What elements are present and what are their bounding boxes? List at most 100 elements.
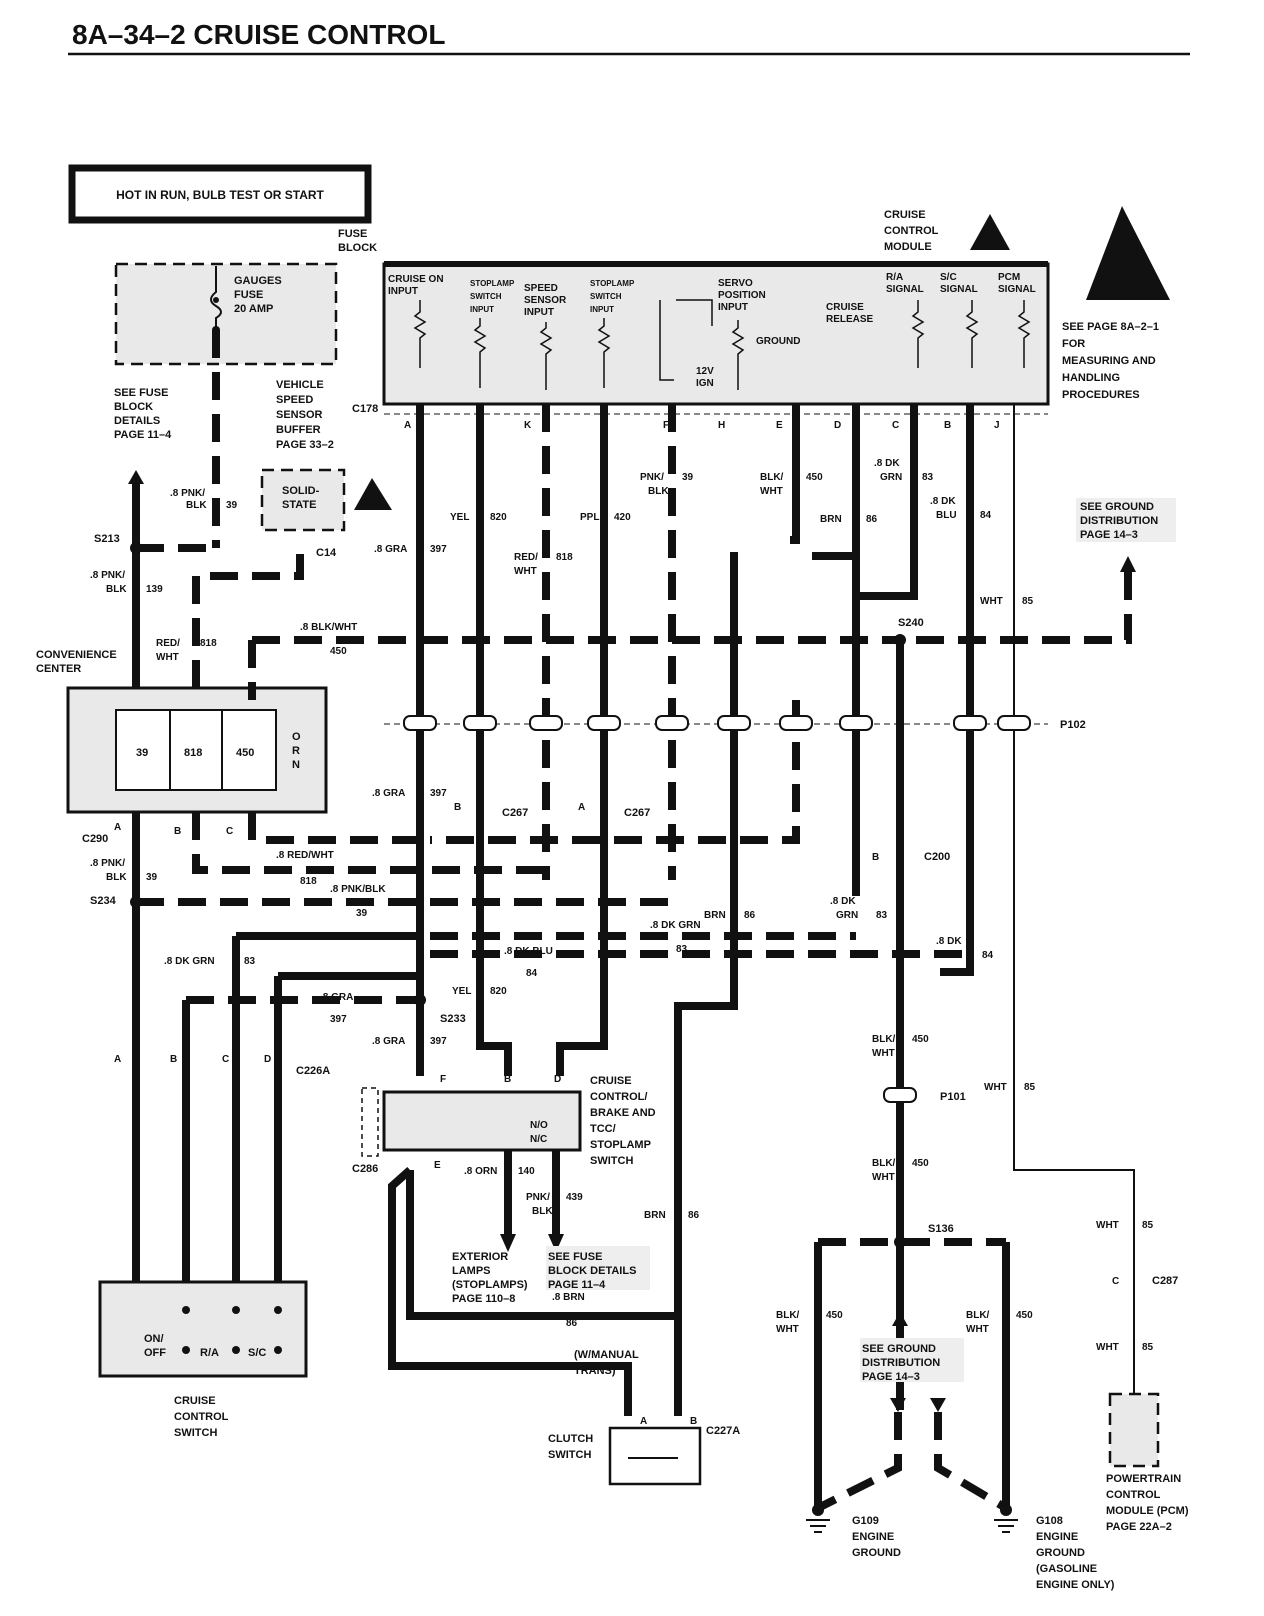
input-ground: GROUND <box>756 336 800 347</box>
wl-dkgrn-h: .8 DK GRN <box>650 920 701 931</box>
fuse-block-label-1: FUSE <box>338 228 367 240</box>
sw-pin-d: D <box>554 1074 561 1085</box>
g109-1: G109 <box>852 1515 879 1527</box>
input-speed-1: SPEED <box>524 283 558 294</box>
wl-818: 818 <box>556 552 573 563</box>
p102-connector <box>384 715 1048 731</box>
wire-818-red-wht <box>192 812 546 874</box>
wl-blk2-3: BLK/ <box>872 1158 896 1169</box>
vss-3: SENSOR <box>276 409 323 421</box>
c267-label-2: C267 <box>624 807 650 819</box>
fuse-symbol <box>210 266 222 330</box>
sfb-2: BLOCK DETAILS <box>548 1265 636 1277</box>
wl-84-2: 84 <box>982 950 994 961</box>
esd-note-5: PROCEDURES <box>1062 389 1140 401</box>
c290-pin-a: A <box>114 822 121 833</box>
s240-label: S240 <box>898 617 924 629</box>
g108-point <box>1000 1504 1012 1516</box>
module-internal-resistors <box>413 299 1031 390</box>
ground-dist-bot-1: SEE GROUND <box>862 1343 936 1355</box>
input-pcm-2: SIGNAL <box>998 284 1036 295</box>
conv-orn-2: R <box>292 745 300 757</box>
wl-85-3: 85 <box>1142 1220 1154 1231</box>
switch-contacts <box>182 1306 282 1354</box>
c200-pin-b: B <box>872 852 879 863</box>
ground-dist-top-3: PAGE 14–3 <box>1080 529 1138 541</box>
pin-h: H <box>718 420 725 431</box>
wl-gra-1: .8 GRA <box>374 544 407 555</box>
ground-arrow-left <box>890 1398 906 1412</box>
fuse-arrow <box>548 1234 564 1252</box>
ccs-1: CRUISE <box>174 1395 216 1407</box>
s213-label: S213 <box>94 533 120 545</box>
c290-pin-b: B <box>174 826 181 837</box>
wl-wht-4: WHT <box>872 1048 895 1059</box>
wl-blk-4: BLK <box>106 872 127 883</box>
wl-grn: GRN <box>880 472 902 483</box>
wl-139: 139 <box>146 584 163 595</box>
input-pcm-1: PCM <box>998 272 1020 283</box>
pcm-3: MODULE (PCM) <box>1106 1505 1189 1517</box>
c287-label: C287 <box>1152 1275 1178 1287</box>
solid-state-box <box>260 468 346 532</box>
input-speed-2: SENSOR <box>524 295 567 306</box>
wl-brn8: .8 BRN <box>552 1292 585 1303</box>
sw-pin-b: B <box>504 1074 511 1085</box>
c200-label: C200 <box>924 851 950 863</box>
vss-2: SPEED <box>276 394 313 406</box>
esd-note-3: MEASURING AND <box>1062 355 1156 367</box>
sw-onoff-2: OFF <box>144 1347 166 1359</box>
pin-k: K <box>524 420 532 431</box>
ext-2: LAMPS <box>452 1265 491 1277</box>
g108-4: (GASOLINE <box>1036 1563 1097 1575</box>
wl-820-2: 820 <box>490 986 507 997</box>
wl-450-h: 450 <box>330 646 347 657</box>
pcm-box <box>1108 1392 1160 1468</box>
c227a-label: C227A <box>706 1425 740 1437</box>
wl-pnkblk-h: .8 PNK/BLK <box>330 884 386 895</box>
wl-blu: BLU <box>936 510 957 521</box>
input-cruise-on-1: CRUISE ON <box>388 274 444 285</box>
hot-box <box>68 164 372 224</box>
pcm-1: POWERTRAIN <box>1106 1473 1181 1485</box>
wl-397-h: 397 <box>330 1014 347 1025</box>
wl-dk-3: .8 DK <box>830 896 856 907</box>
wl-439: 439 <box>566 1192 583 1203</box>
c14-label: C14 <box>316 547 337 559</box>
wl-86-4: 86 <box>744 910 756 921</box>
wl-blk2-2: BLK/ <box>872 1034 896 1045</box>
ground-dist-top-1: SEE GROUND <box>1080 501 1154 513</box>
ground-dist-bot-2: DISTRIBUTION <box>862 1357 940 1369</box>
wl-818-2: 818 <box>200 638 217 649</box>
wl-83-l: 83 <box>244 956 256 967</box>
wl-blkwht: .8 BLK/WHT <box>300 622 357 633</box>
wire-clutch-a <box>388 1167 632 1416</box>
fuse-details-3: DETAILS <box>114 415 160 427</box>
wl-86-3: 86 <box>566 1318 578 1329</box>
wl-85-1: 85 <box>1022 596 1034 607</box>
pin-f: F <box>663 420 669 431</box>
wl-dk-1: .8 DK <box>874 458 900 469</box>
wl-450-2: 450 <box>912 1034 929 1045</box>
wire-450-c <box>248 812 430 844</box>
ext-4: PAGE 110–8 <box>452 1293 515 1305</box>
sw-pin-f: F <box>440 1074 446 1085</box>
cruise-control-switch-box <box>98 1280 308 1378</box>
pin-e: E <box>776 420 783 431</box>
c178-label: C178 <box>352 403 378 415</box>
wl-39-3: 39 <box>146 872 158 883</box>
ground-symbols <box>806 1519 1018 1533</box>
wl-blk-3: BLK <box>648 486 669 497</box>
g109-3: GROUND <box>852 1547 901 1559</box>
s233-label: S233 <box>440 1013 466 1025</box>
pcm-2: CONTROL <box>1106 1489 1161 1501</box>
manual-1: (W/MANUAL <box>574 1349 639 1361</box>
esd-note-2: FOR <box>1062 338 1085 350</box>
ground-dist-arrow <box>892 1312 908 1326</box>
input-stoplamp2-3: INPUT <box>590 305 614 314</box>
wl-397-2: 397 <box>430 788 447 799</box>
wl-wht-85: WHT <box>980 596 1003 607</box>
wl-blk2: BLK/ <box>760 472 784 483</box>
wl-450-3: 450 <box>912 1158 929 1169</box>
stoplamp-sw-2: CONTROL/ <box>590 1091 647 1103</box>
